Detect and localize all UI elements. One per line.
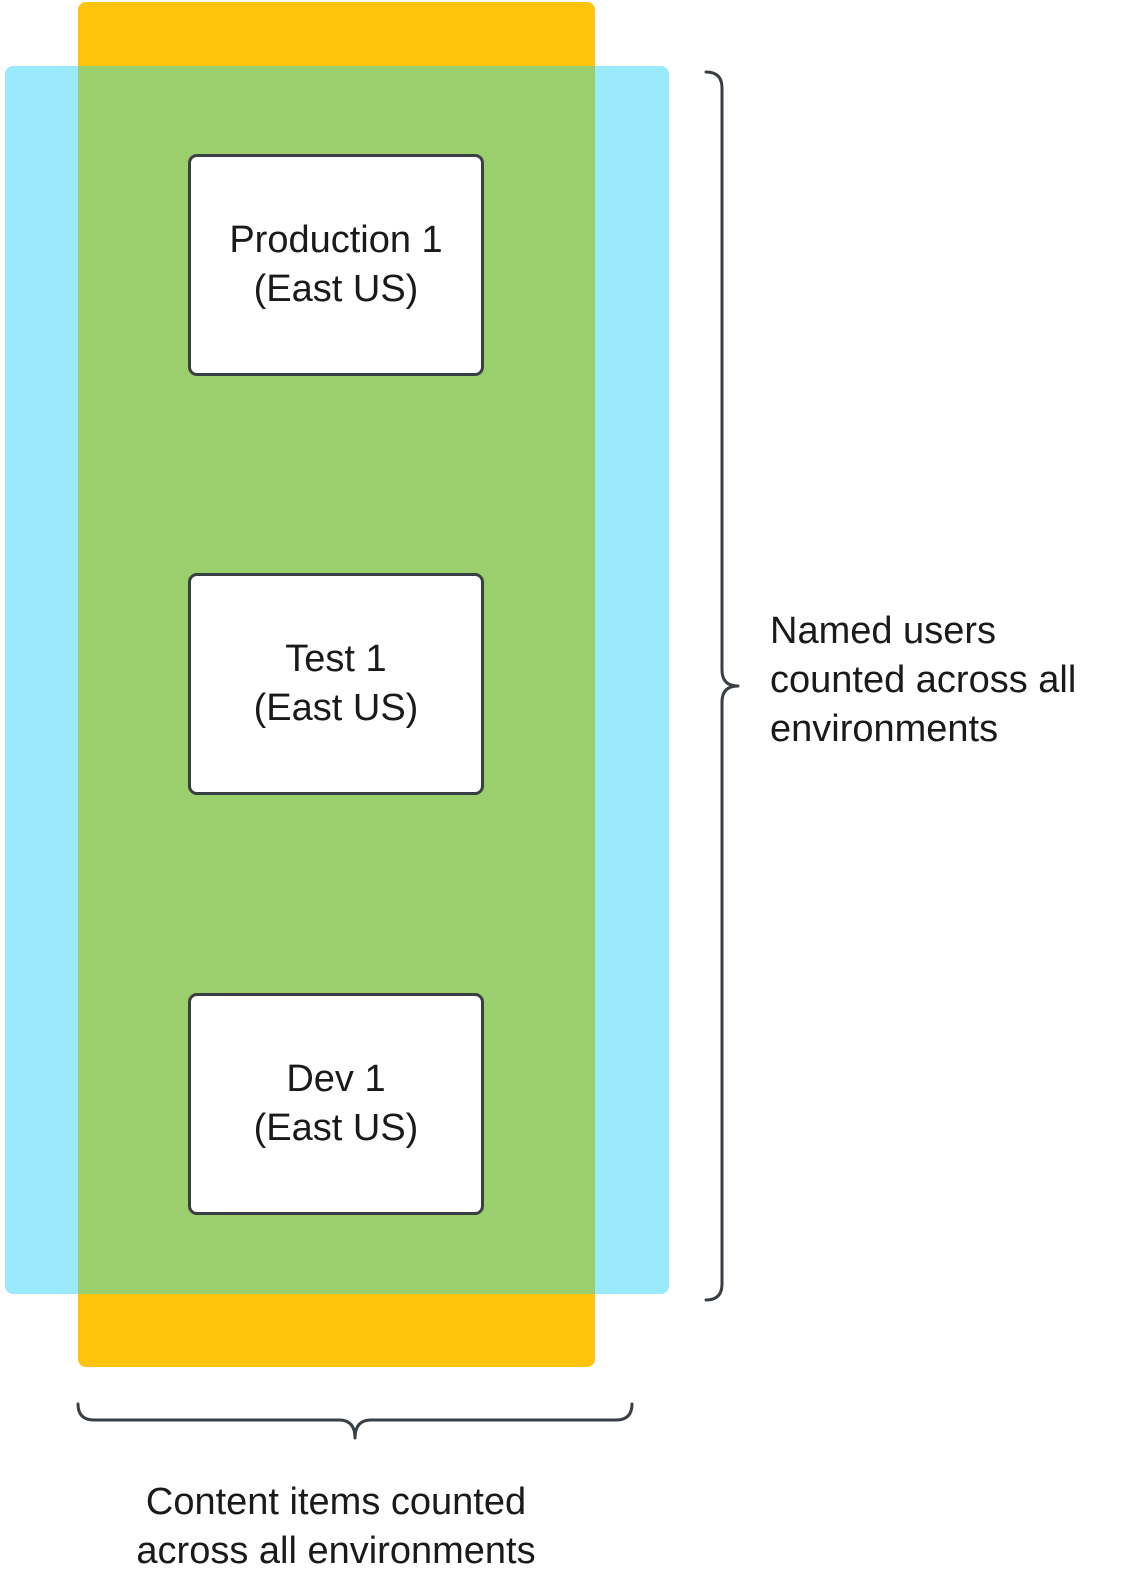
content-items-caption-line: across all environments xyxy=(136,1530,536,1572)
named-users-brace-icon xyxy=(704,70,740,1302)
named-users-caption-line: environments xyxy=(770,708,999,750)
named-users-caption-line: counted across all xyxy=(770,659,1077,701)
environment-name: Production 1 xyxy=(229,219,443,261)
environment-box-production: Production 1 (East US) xyxy=(188,154,484,376)
environment-box-dev: Dev 1 (East US) xyxy=(188,993,484,1215)
content-items-caption-line: Content items counted xyxy=(145,1481,527,1523)
named-users-caption: Named users counted across all environme… xyxy=(770,607,1076,754)
environment-name: Test 1 xyxy=(285,638,387,680)
environment-box-test: Test 1 (East US) xyxy=(188,573,484,795)
content-items-caption: Content items counted across all environ… xyxy=(86,1478,586,1576)
environment-region: (East US) xyxy=(253,268,419,310)
named-users-caption-line: Named users xyxy=(770,610,996,652)
content-items-brace-icon xyxy=(76,1402,634,1440)
environment-region: (East US) xyxy=(253,1107,419,1149)
environment-region: (East US) xyxy=(253,687,419,729)
environment-name: Dev 1 xyxy=(286,1058,386,1100)
